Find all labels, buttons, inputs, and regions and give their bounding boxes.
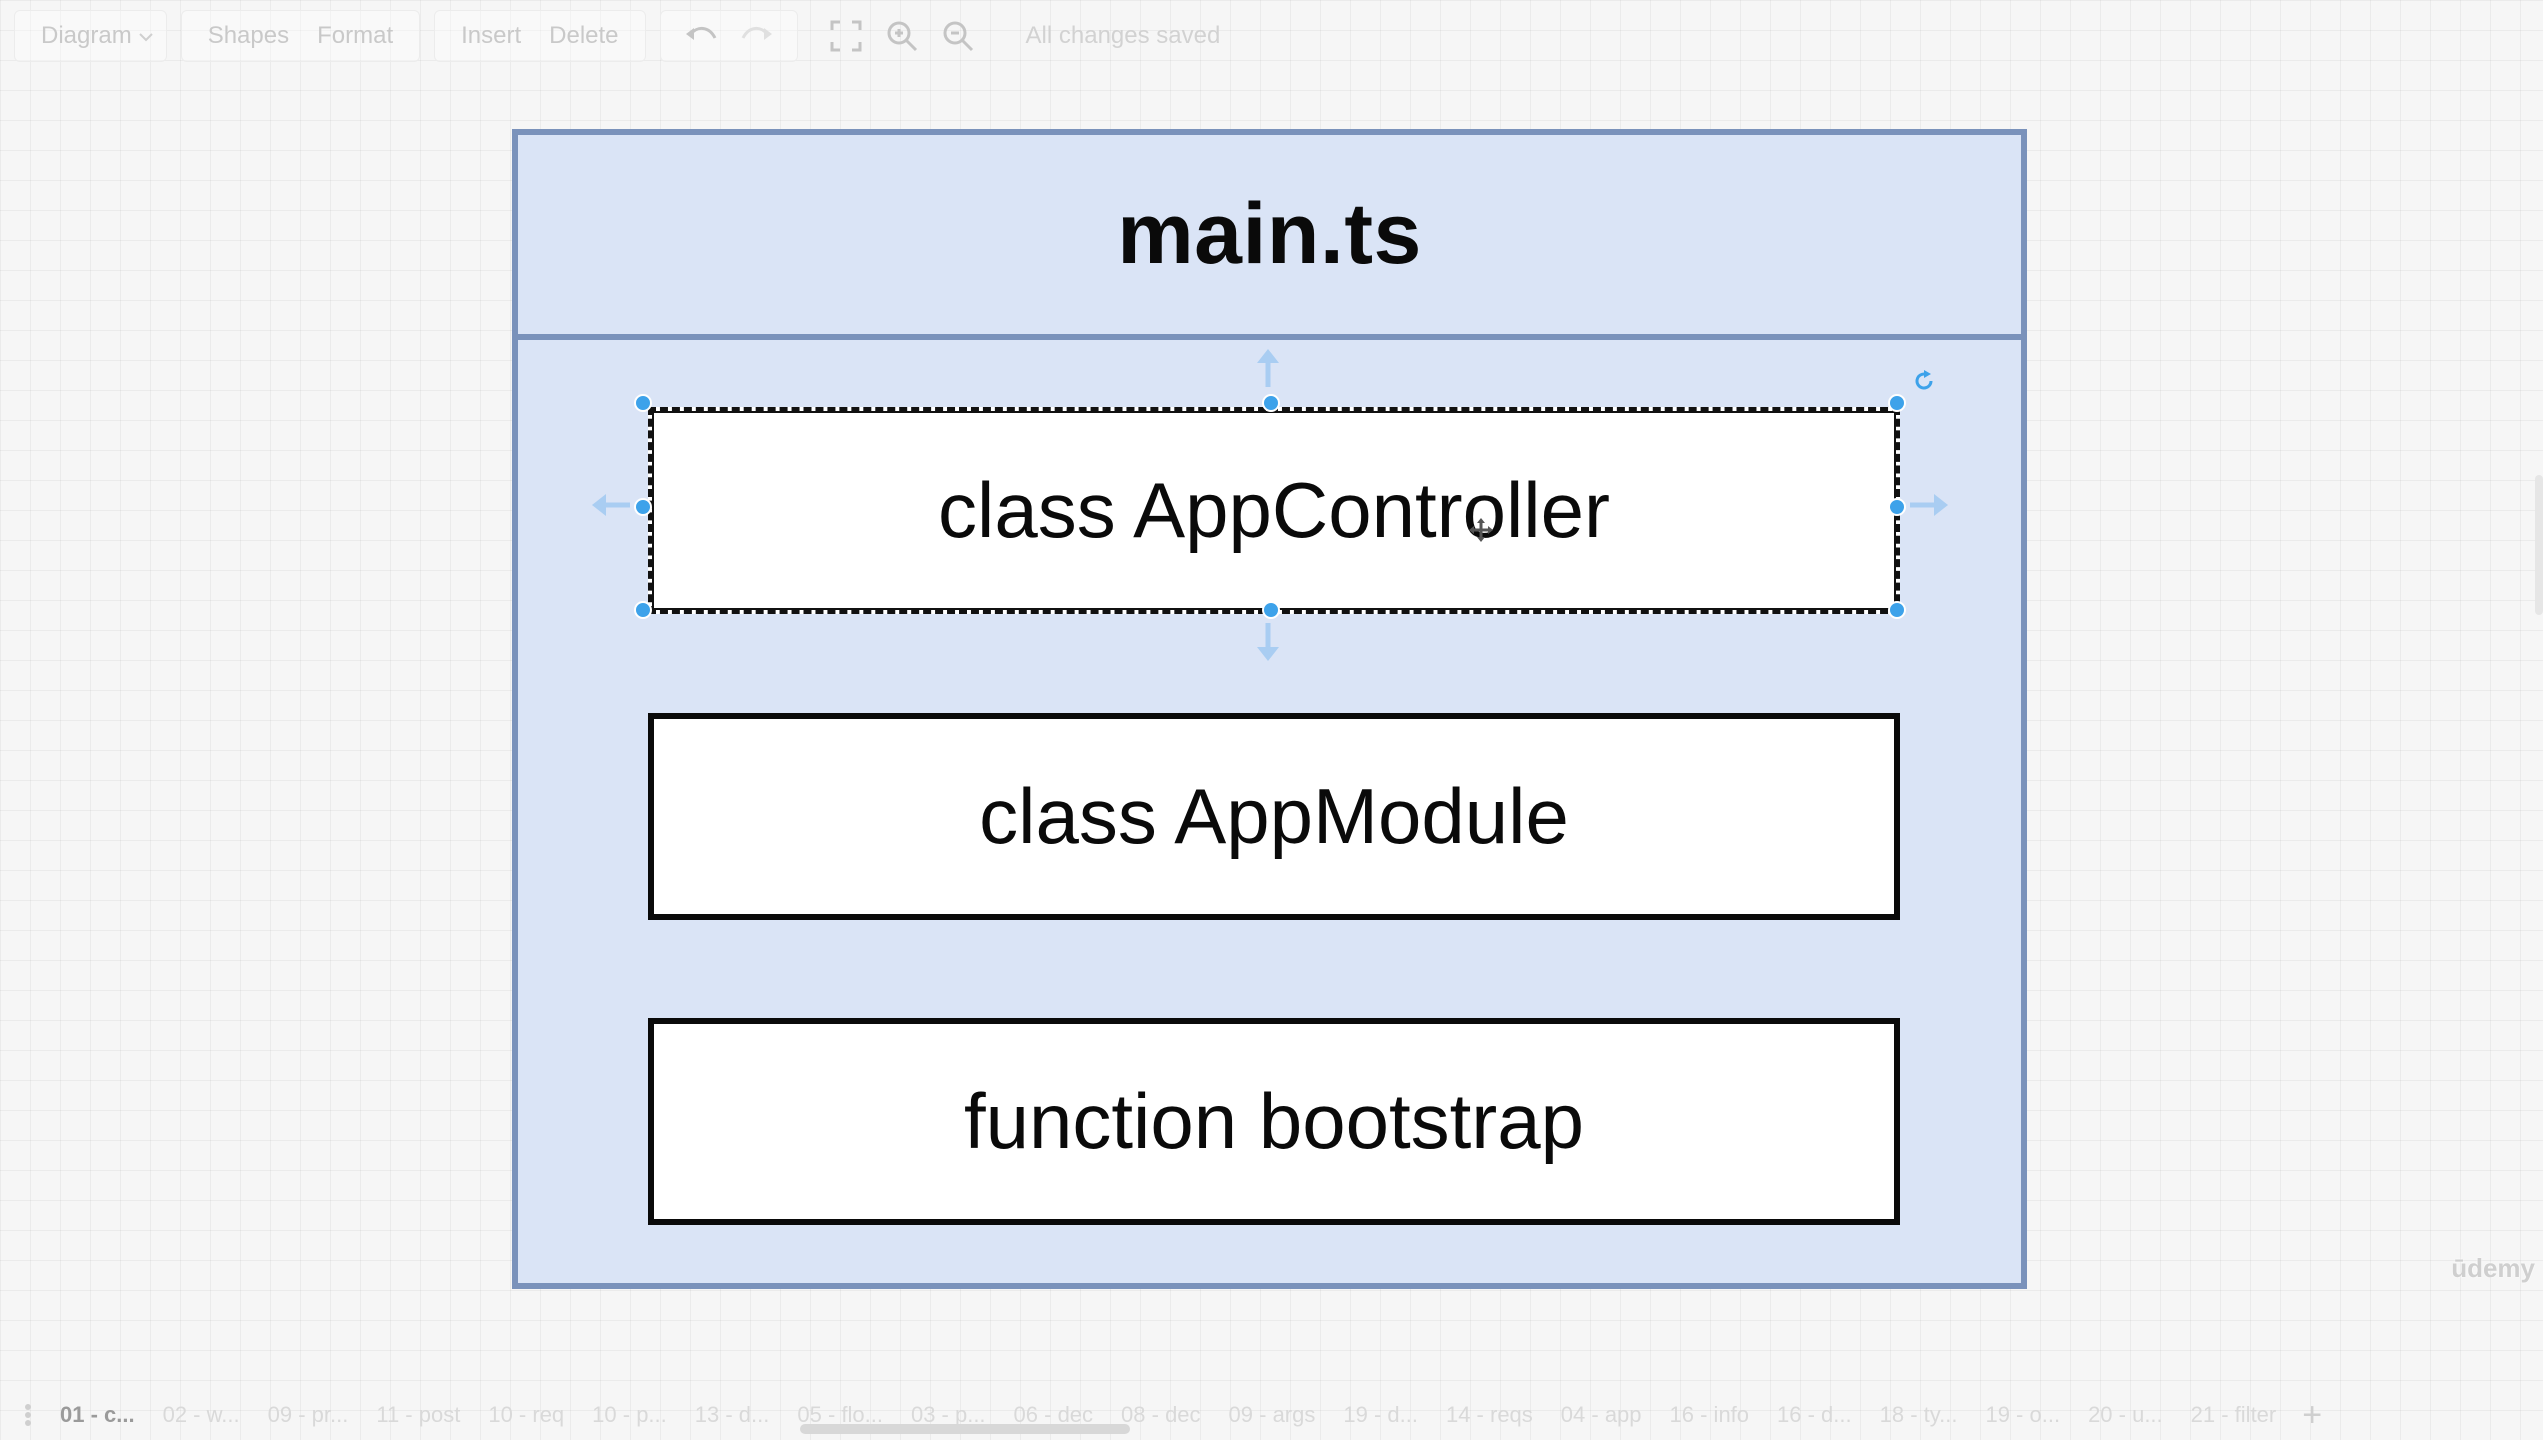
page-tab[interactable]: 03 - p... (910, 1402, 986, 1427)
container-header[interactable]: main.ts (518, 135, 2021, 340)
resize-handle-middle-right[interactable] (1888, 498, 1906, 516)
page-tab[interactable]: 01 - c... (60, 1402, 135, 1427)
add-page-icon[interactable]: + (2302, 1395, 2323, 1434)
app-controller-label: class AppController (938, 466, 1610, 554)
diagram-menu[interactable]: Diagram (41, 22, 132, 49)
bootstrap-function-shape[interactable]: function bootstrap (648, 1018, 1900, 1225)
page-tab[interactable]: 16 - info (1669, 1402, 1750, 1427)
page-tab[interactable]: 19 - d... (1343, 1402, 1418, 1427)
undo-icon[interactable] (673, 14, 729, 58)
fullscreen-icon[interactable] (818, 14, 874, 58)
page-tab[interactable]: 09 - args (1228, 1402, 1316, 1427)
app-module-shape[interactable]: class AppModule (648, 713, 1900, 920)
bootstrap-function-label: function bootstrap (963, 1077, 1585, 1165)
page-tab[interactable]: 18 - ty... (1879, 1402, 1958, 1427)
page-tab[interactable]: 20 - u... (2088, 1402, 2163, 1427)
format-button[interactable]: Format (317, 22, 394, 49)
connect-arrow-right-icon[interactable] (1910, 490, 1950, 525)
shapes-button[interactable]: Shapes (207, 22, 290, 49)
app-module-label: class AppModule (979, 772, 1569, 860)
page-tab[interactable]: 19 - o... (1985, 1402, 2061, 1427)
resize-handle-top-right[interactable] (1888, 394, 1906, 412)
history-group (659, 10, 798, 62)
page-tab[interactable]: 04 - app (1560, 1402, 1642, 1427)
container-title: main.ts (1117, 186, 1422, 282)
resize-handle-bottom-right[interactable] (1888, 601, 1906, 619)
shapes-format-group: Shapes Format (180, 10, 421, 62)
page-tab[interactable]: 11 - post (376, 1402, 461, 1427)
delete-button[interactable]: Delete (549, 22, 619, 49)
insert-delete-group: Insert Delete (434, 10, 646, 62)
page-tab[interactable]: 10 - p... (592, 1402, 667, 1427)
zoom-out-icon[interactable] (930, 14, 986, 58)
insert-button[interactable]: Insert (461, 22, 522, 49)
resize-handle-bottom-center[interactable] (1262, 601, 1280, 619)
vertical-scrollbar[interactable] (2535, 475, 2543, 615)
connect-arrow-left-icon[interactable] (590, 490, 630, 525)
page-tab[interactable]: 06 - dec (1013, 1402, 1094, 1427)
horizontal-scrollbar[interactable] (800, 1424, 1130, 1434)
page-tab[interactable]: 08 - dec (1121, 1402, 1201, 1427)
page-tab[interactable]: 10 - req (488, 1402, 565, 1427)
save-status: All changes saved (1025, 22, 1221, 49)
page-tab[interactable]: 21 - filter (2190, 1402, 2277, 1427)
connect-arrow-up-icon[interactable] (1253, 347, 1283, 392)
pages-menu-icon[interactable] (10, 1403, 46, 1427)
chevron-down-icon[interactable] (138, 22, 154, 50)
resize-handle-bottom-left[interactable] (634, 601, 652, 619)
resize-handle-top-left[interactable] (634, 394, 652, 412)
toolbar: Diagram Shapes Format Insert Delete All … (0, 0, 2543, 72)
app-controller-shape[interactable]: class AppController (648, 407, 1900, 614)
rotate-icon[interactable] (1912, 369, 1936, 398)
udemy-watermark: ūdemy (2451, 1253, 2535, 1283)
resize-handle-top-center[interactable] (1262, 394, 1280, 412)
page-tab[interactable]: 05 - flo... (797, 1402, 883, 1427)
page-tabs-bar: 01 - c... 02 - w... 09 - pr... 11 - post… (0, 1390, 2543, 1440)
zoom-in-icon[interactable] (874, 14, 930, 58)
resize-handle-middle-left[interactable] (634, 498, 652, 516)
connect-arrow-down-icon[interactable] (1253, 623, 1283, 668)
diagram-menu-group: Diagram (14, 10, 167, 62)
page-tab[interactable]: 14 - reqs (1445, 1402, 1533, 1427)
redo-icon[interactable] (729, 14, 785, 58)
page-tab[interactable]: 13 - d... (694, 1402, 770, 1427)
main-ts-container[interactable]: main.ts class AppController class AppMod… (512, 129, 2027, 1289)
page-tab[interactable]: 09 - pr... (267, 1402, 349, 1427)
page-tab[interactable]: 02 - w... (162, 1402, 240, 1427)
move-cursor-icon (1468, 517, 1494, 548)
page-tab[interactable]: 16 - d... (1777, 1402, 1852, 1427)
